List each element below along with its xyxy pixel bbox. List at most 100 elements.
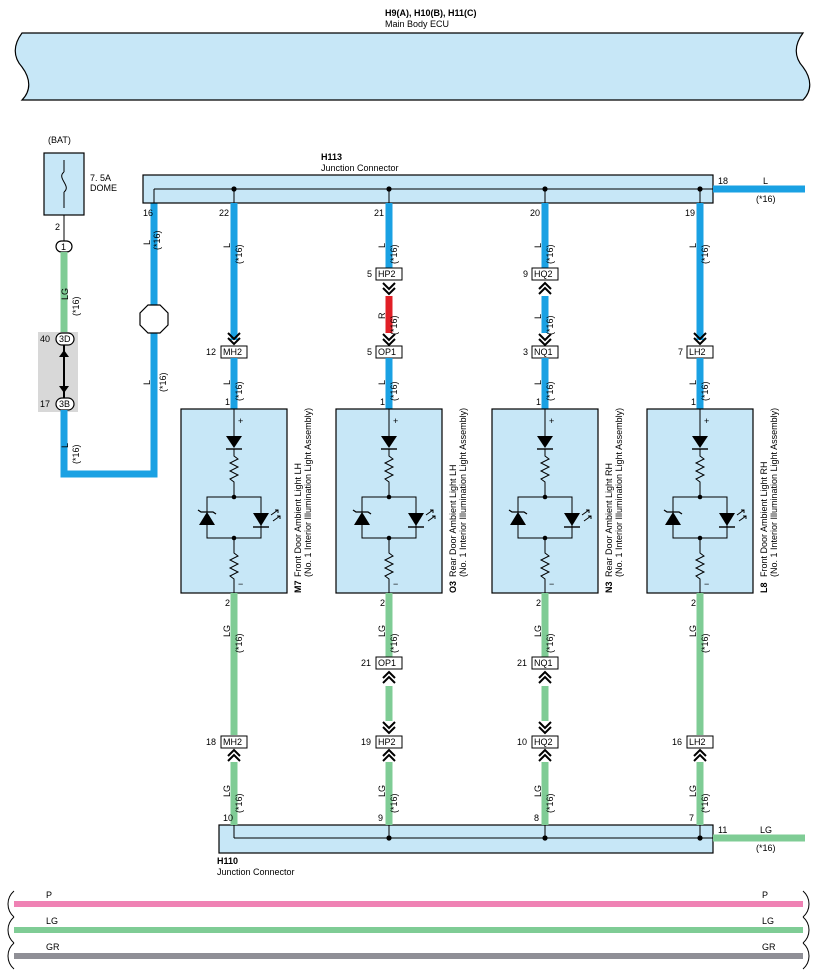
junction-node	[542, 835, 548, 841]
ecu-name: Main Body ECU	[385, 19, 449, 29]
bus-break-right	[802, 916, 810, 944]
conn-3b-id: 3B	[59, 399, 70, 409]
h110-out-note: (*16)	[756, 843, 776, 853]
out-connector-pin: 16	[672, 737, 682, 747]
resistor-icon	[694, 538, 706, 593]
device-code: L8	[759, 582, 769, 593]
device-code: N3	[604, 581, 614, 593]
wire-out-label: LG(*16)	[688, 625, 710, 653]
h110-pin: 9	[378, 813, 383, 823]
bus-label-left: LG	[46, 916, 58, 926]
diode-icon	[537, 436, 553, 448]
wire-top-label-color: L	[222, 243, 232, 248]
ecu-body	[14, 32, 811, 101]
connector-arrow-icon	[538, 670, 552, 684]
device-minus: −	[393, 579, 398, 589]
wire-in-label: L(*16)	[533, 380, 555, 401]
wire-mid-label-color: L	[533, 314, 543, 319]
svg-text:LG: LG	[60, 288, 70, 300]
connector-arrow-icon	[538, 333, 552, 347]
wire-bottom-label-note: (*16)	[545, 793, 555, 813]
h110-name: Junction Connector	[217, 867, 295, 877]
mid-connector-id: HP2	[378, 269, 396, 279]
device-plus: +	[393, 416, 398, 426]
fuse-block: (BAT) 7. 5A DOME 2 1	[43, 135, 117, 253]
in-connector-id: OP1	[378, 347, 396, 357]
h113-pin: 22	[219, 208, 229, 218]
resistor-icon	[383, 449, 395, 497]
led-icon	[253, 513, 269, 526]
wire-out-label: LG(*16)	[533, 625, 555, 653]
device-pin-out: 2	[536, 598, 541, 608]
wire-bottom-label-color: LG	[533, 785, 543, 797]
out-connector-id: LH2	[689, 737, 706, 747]
fuse-name: DOME	[90, 183, 117, 193]
mid-connector-id: HQ2	[534, 269, 553, 279]
h110-code: H110	[217, 856, 238, 866]
device-subname: (No. 1 Interior Illumination Light Assem…	[458, 408, 468, 577]
in-connector: NQ1 3	[523, 345, 559, 359]
wire-out-label-color: LG	[377, 625, 387, 637]
resistor-icon	[383, 538, 395, 593]
wire-out-label-color: LG	[688, 625, 698, 637]
wire-in-label: L(*16)	[377, 380, 399, 401]
svg-text:L: L	[60, 443, 70, 448]
wire-top-label-note: (*16)	[700, 244, 710, 264]
device-pin-out: 2	[225, 598, 230, 608]
bus-break-left	[7, 890, 15, 918]
device-subname: (No. 1 Interior Illumination Light Assem…	[769, 408, 779, 577]
h113-out-color: L	[763, 176, 768, 186]
in-connector-id: LH2	[689, 347, 706, 357]
h113-out-note: (*16)	[756, 194, 776, 204]
resistor-icon	[539, 449, 551, 497]
svg-text:(*16): (*16)	[152, 230, 162, 250]
mid-connector-pin: 5	[367, 269, 372, 279]
h110-junction-connector: H110 Junction Connector 11 LG (*16)	[217, 824, 805, 877]
wire-in-label: L(*16)	[688, 380, 710, 401]
wire-bottom-label-color: LG	[222, 785, 232, 797]
led-icon	[564, 513, 580, 526]
out-connector-pin: 19	[361, 737, 371, 747]
in-connector-pin: 7	[678, 347, 683, 357]
wire-out-label: LG(*16)	[377, 625, 399, 653]
device-pin-out: 2	[380, 598, 385, 608]
wire-lg-left-label: LG (*16)	[60, 288, 81, 316]
out-mid-connector-pin: 21	[361, 658, 371, 668]
wire-top-label: L(*16)	[377, 243, 399, 264]
device-name: Rear Door Ambient Light RH	[604, 463, 614, 577]
splice-octagon	[139, 304, 169, 334]
wire-in-label: L(*16)	[222, 380, 244, 401]
wire-bottom-label-note: (*16)	[234, 793, 244, 813]
junction-node	[697, 835, 703, 841]
bus-break-right	[802, 942, 810, 970]
h113-pin: 21	[374, 208, 384, 218]
in-connector-pin: 3	[523, 347, 528, 357]
diode-icon	[226, 436, 242, 448]
connector-arrow-icon	[382, 333, 396, 347]
wire-in-label-color: L	[222, 380, 232, 385]
fuse-icon	[61, 171, 67, 193]
in-connector-pin: 12	[206, 347, 216, 357]
device-minus: −	[238, 579, 243, 589]
device-name: Front Door Ambient Light LH	[293, 463, 303, 577]
wire-bottom-label-note: (*16)	[389, 793, 399, 813]
wire-top-label-note: (*16)	[389, 244, 399, 264]
wire-mid-label-note: (*16)	[545, 315, 555, 335]
wire-top-label-color: L	[377, 243, 387, 248]
zener-diode-icon	[199, 512, 215, 525]
wire-in-label-note: (*16)	[389, 381, 399, 401]
resistor-icon	[228, 449, 240, 497]
in-connector: LH2 7	[678, 345, 714, 359]
in-connector-id: NQ1	[534, 347, 553, 357]
h113-name: Junction Connector	[321, 163, 399, 173]
